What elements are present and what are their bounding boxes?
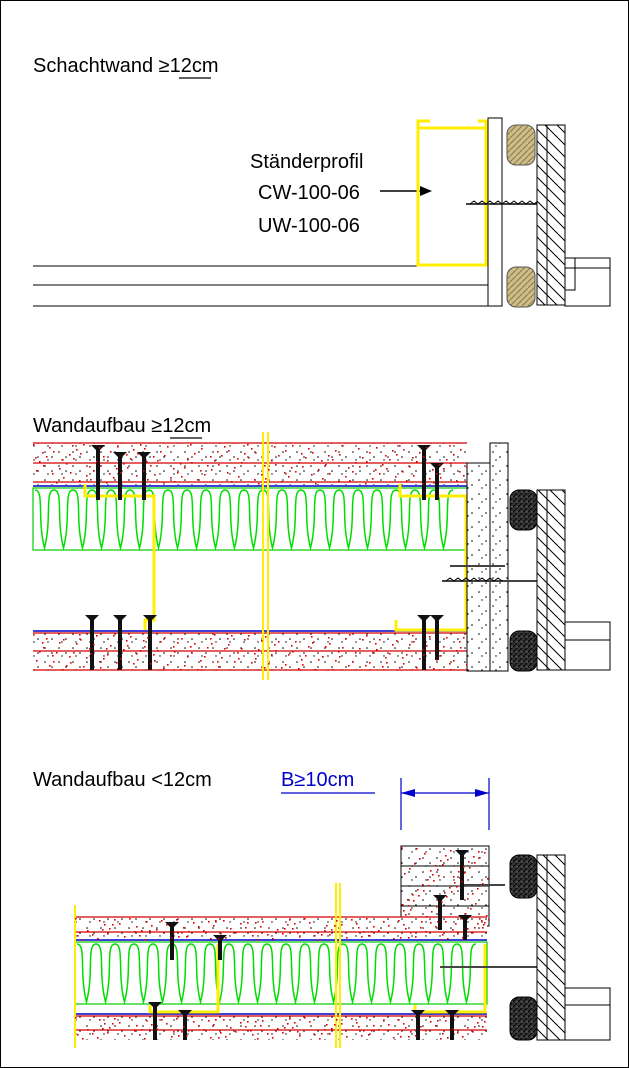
- profile-label-line1: Ständerprofil: [250, 151, 363, 173]
- profile-label-line2: CW-100-06: [258, 182, 360, 204]
- section-title-wandaufbau-geq: Wandaufbau ≥12cm: [33, 415, 211, 437]
- section-wandaufbau-lt: Wandaufbau <12cm B≥10cm: [33, 769, 611, 1048]
- profile-label-line3: UW-100-06: [258, 215, 360, 237]
- screw-icon: [148, 850, 472, 1040]
- dimension-label: B≥10cm: [281, 769, 354, 791]
- section-wandaufbau-geq: Wandaufbau ≥12cm: [32, 415, 611, 680]
- section-schachtwand: Schachtwand ≥12cm Ständerprofil CW-100-0…: [33, 55, 611, 308]
- arrow-right-icon: [380, 186, 432, 196]
- section-title-wandaufbau-lt: Wandaufbau <12cm: [33, 769, 212, 791]
- screw-icon: [85, 445, 444, 670]
- dimension-arrow-icon: [400, 778, 490, 830]
- stud-profile: [416, 119, 488, 267]
- section-title-schachtwand: Schachtwand ≥12cm: [33, 55, 219, 77]
